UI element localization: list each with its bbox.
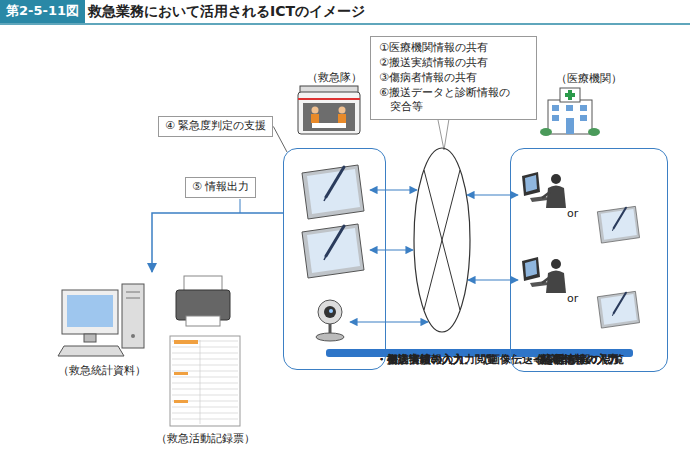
data-arrow <box>350 321 428 322</box>
ambulance-icon <box>338 114 346 123</box>
callout-box: ①医療機関情報の共有②搬送実績情報の共有③傷病者情報の共有⑥搬送データと診断情報… <box>370 36 537 120</box>
record-form <box>174 400 188 403</box>
network-ellipse <box>414 148 470 332</box>
computer-icon <box>131 334 135 338</box>
computer-icon <box>58 284 144 356</box>
or-label: or <box>567 292 578 306</box>
ambulance-icon <box>298 98 360 100</box>
callout-tag: ⑤ 情報出力 <box>185 177 256 198</box>
device-caption: （救急統計資料） <box>58 364 146 378</box>
data-arrow <box>370 189 417 190</box>
computer-icon <box>58 346 124 356</box>
ambulance-icon <box>298 86 360 134</box>
ambulance-icon <box>311 114 319 123</box>
camera-icon <box>324 306 336 318</box>
box-text: ③傷病者情報の共有 <box>379 71 528 86</box>
callout-tag: ④ 緊急度判定の支援 <box>158 116 273 137</box>
computer-icon <box>126 292 140 293</box>
computer-icon <box>67 295 113 327</box>
hospital-panel: ・応需情報の入力・傷病者情報の閲覧・診断情報の入力（医療機関） <box>510 148 668 372</box>
camera-icon <box>316 333 344 341</box>
hospital-icon <box>566 105 573 111</box>
tablet-icon <box>597 291 639 328</box>
computer-icon <box>126 298 140 299</box>
box-text: ①医療機関情報の共有 <box>379 41 528 56</box>
device-caption: （救急活動記録票） <box>156 432 255 446</box>
ambulance-icon <box>312 107 319 114</box>
tablet-icon <box>597 206 639 243</box>
tablet-icon <box>597 206 639 243</box>
hospital-icon <box>552 105 559 111</box>
camera-icon <box>329 309 333 313</box>
camera-icon <box>316 300 344 341</box>
data-arrow <box>350 190 518 322</box>
camera-icon <box>318 300 342 324</box>
panel-heading: （医療機関） <box>556 72 622 87</box>
ambulance-icon <box>339 107 346 114</box>
printer-icon <box>186 316 220 326</box>
ambulance-icon <box>303 103 355 131</box>
data-arrow <box>370 249 413 250</box>
hospital-icon <box>540 128 552 136</box>
hospital-icon <box>588 128 600 136</box>
box-text: ・初診情報の入力 <box>376 353 508 368</box>
computer-icon <box>62 290 118 334</box>
box-text: ⑥搬送データと診断情報の 突合等 <box>379 86 528 116</box>
hospital-icon <box>560 88 580 102</box>
box-text: ②搬送実績情報の共有 <box>379 56 528 71</box>
figure-number: 第2-5-11図 <box>0 0 85 23</box>
operator-icon <box>522 172 566 208</box>
record-form <box>172 340 238 424</box>
figure-title: 救急業務において活用されるICTのイメージ <box>88 3 365 21</box>
box-text: ⑤ 情報出力 <box>192 180 249 195</box>
operator-icon <box>522 257 566 293</box>
computer-icon <box>84 334 96 342</box>
network-ellipse <box>424 170 460 310</box>
computer-icon <box>122 284 144 348</box>
output-arrow <box>240 199 241 213</box>
hospital-icon <box>580 115 587 121</box>
function-box: ・応需情報の入力・傷病者情報の閲覧・診断情報の入力 <box>516 349 633 357</box>
record-form <box>170 336 240 426</box>
hospital-icon <box>552 115 559 121</box>
hospital-icon <box>548 100 592 134</box>
hospital-icon <box>580 105 587 111</box>
ambulance-icon <box>298 92 360 134</box>
hospital-icon <box>540 88 600 136</box>
or-label: or <box>567 207 578 221</box>
box-text: ・診断情報の入力 <box>531 353 619 368</box>
network-ellipse <box>414 148 470 332</box>
title-rule <box>0 23 690 25</box>
box-text: ④ 緊急度判定の支援 <box>165 119 266 134</box>
output-arrow <box>152 213 283 272</box>
tablet-icon <box>302 224 364 278</box>
ambulance-icon <box>312 123 346 128</box>
leader-line <box>273 126 287 152</box>
network-ellipse <box>424 170 460 310</box>
hospital-icon <box>565 93 575 97</box>
output-arrow <box>152 199 283 272</box>
team-panel: ・搬送実績の入力、閲覧・傷病者情報の入力 （画像伝送等を含む）・初診情報の入力（… <box>283 148 386 370</box>
record-form <box>200 340 201 424</box>
record-form <box>174 372 188 375</box>
printer-icon <box>176 276 230 326</box>
record-form <box>174 340 198 344</box>
hospital-icon <box>566 118 574 134</box>
tablet-icon <box>302 165 364 219</box>
record-form <box>170 336 240 426</box>
tablet-icon <box>597 291 639 328</box>
panel-heading: （救急隊） <box>307 71 362 86</box>
